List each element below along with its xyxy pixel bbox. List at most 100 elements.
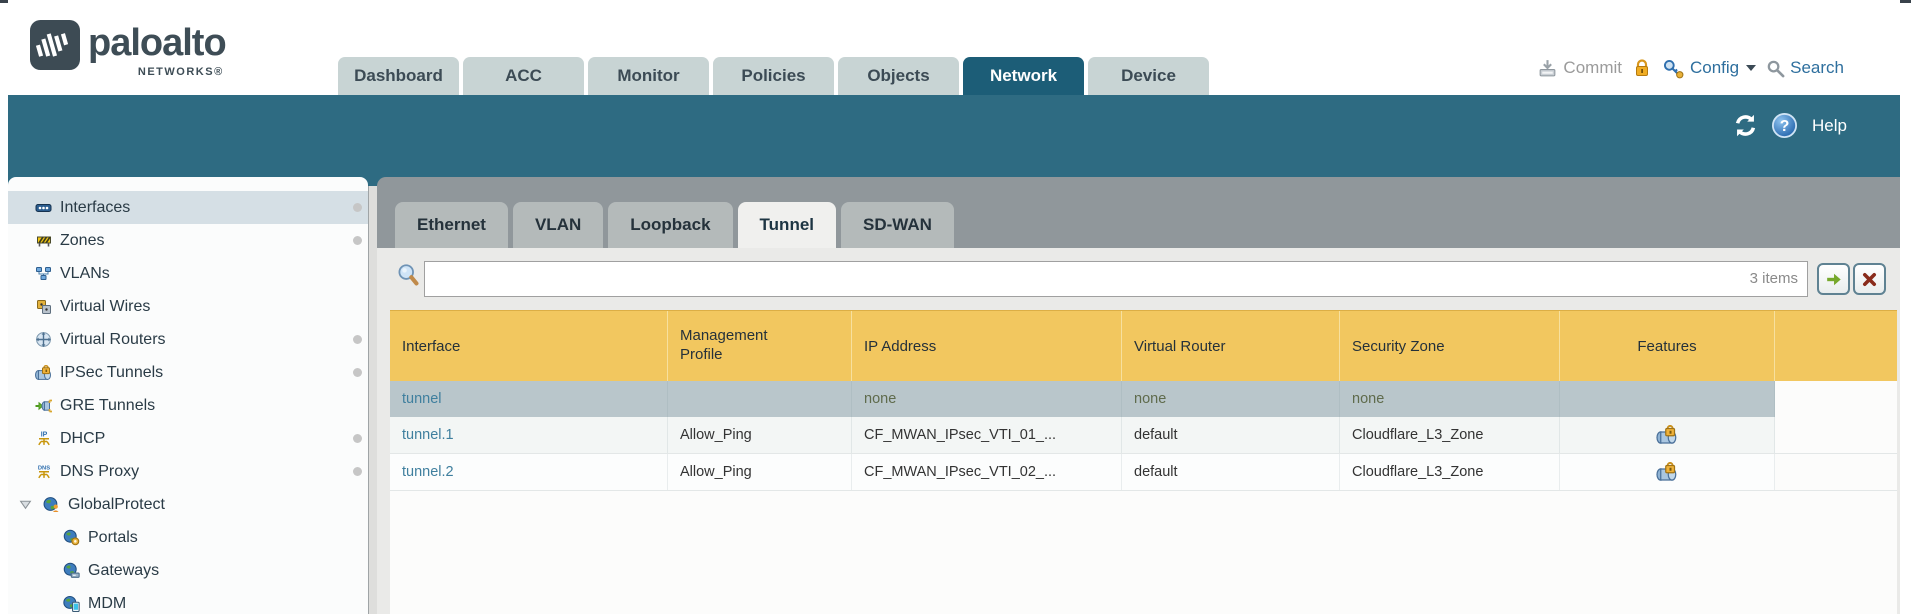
- interface-cell: tunnel.1: [390, 417, 668, 453]
- refresh-icon[interactable]: [1732, 112, 1759, 139]
- ip-address-cell: CF_MWAN_IPsec_VTI_01_...: [852, 417, 1122, 453]
- column-header-virtual-router[interactable]: Virtual Router: [1122, 311, 1340, 381]
- sidebar-item-gateways[interactable]: Gateways: [8, 554, 368, 587]
- sidebar-item-zones[interactable]: Zones: [8, 224, 368, 257]
- column-header-security-zone[interactable]: Security Zone: [1340, 311, 1560, 381]
- logo-text: paloalto NETWORKS®: [88, 20, 227, 78]
- sidebar-item-dns-proxy[interactable]: DNS DNS Proxy: [8, 455, 368, 488]
- config-menu[interactable]: Config: [1662, 58, 1757, 79]
- features-cell: [1560, 417, 1775, 453]
- search-label: Search: [1790, 58, 1844, 77]
- mgmt-profile-cell: Allow_Ping: [668, 417, 852, 453]
- sidebar-item-globalprotect[interactable]: GlobalProtect: [8, 488, 368, 521]
- commit-label: Commit: [1563, 58, 1622, 77]
- sidebar-item-virtual-routers[interactable]: Virtual Routers: [8, 323, 368, 356]
- commit-button[interactable]: Commit: [1537, 58, 1622, 79]
- green-arrow-icon: [1824, 270, 1843, 289]
- security-zone-cell: Cloudflare_L3_Zone: [1340, 417, 1560, 453]
- tab-device[interactable]: Device: [1088, 57, 1209, 95]
- globalprotect-icon: [42, 496, 61, 513]
- status-dot: [353, 467, 362, 476]
- sidebar-item-gre-tunnels[interactable]: GRE Tunnels: [8, 389, 368, 422]
- subtab-sd-wan[interactable]: SD-WAN: [841, 202, 954, 248]
- mgmt-profile-cell: Allow_Ping: [668, 454, 852, 490]
- subtab-ethernet[interactable]: Ethernet: [395, 202, 508, 248]
- sidebar-item-label: Portals: [88, 528, 138, 546]
- svg-text:DNS: DNS: [37, 466, 49, 472]
- paloalto-logo-icon: [30, 20, 80, 70]
- filter-input[interactable]: [424, 261, 1808, 297]
- subtab-tunnel[interactable]: Tunnel: [737, 202, 836, 248]
- subtab-loopback[interactable]: Loopback: [608, 202, 733, 248]
- sidebar-item-label: Virtual Routers: [60, 330, 166, 348]
- tab-dashboard[interactable]: Dashboard: [338, 57, 459, 95]
- clear-filter-button[interactable]: [1853, 263, 1886, 295]
- subtab-vlan[interactable]: VLAN: [512, 202, 604, 248]
- interface-link[interactable]: tunnel: [402, 391, 442, 407]
- column-header-features[interactable]: Features: [1560, 311, 1775, 381]
- ip-address-cell: none: [852, 381, 1122, 417]
- ipsec-tunnels-icon: [34, 364, 53, 381]
- help-icon[interactable]: ?: [1771, 112, 1798, 139]
- svg-text:IP: IP: [40, 432, 47, 439]
- sidebar-item-label: VLANs: [60, 264, 110, 282]
- sidebar-item-vlans[interactable]: VLANs: [8, 257, 368, 290]
- vlans-icon: [34, 265, 53, 282]
- config-label: Config: [1689, 58, 1740, 77]
- column-header-interface[interactable]: Interface: [390, 311, 668, 381]
- dns-proxy-icon: DNS: [34, 463, 53, 480]
- portals-icon: [62, 529, 81, 546]
- sidebar-item-dhcp[interactable]: IP DHCP: [8, 422, 368, 455]
- dhcp-icon: IP: [34, 430, 53, 447]
- sidebar-item-virtual-wires[interactable]: Virtual Wires: [8, 290, 368, 323]
- header-utilities: Commit Config Search: [1537, 48, 1844, 88]
- status-dot: [353, 434, 362, 443]
- tab-monitor[interactable]: Monitor: [588, 57, 709, 95]
- lock-icon[interactable]: [1632, 58, 1652, 78]
- secondary-toolbar: [8, 95, 1900, 186]
- virtual-routers-icon: [34, 331, 53, 348]
- status-dot: [353, 335, 362, 344]
- sidebar-item-label: GlobalProtect: [68, 495, 165, 513]
- sidebar-item-ipsec-tunnels[interactable]: IPSec Tunnels: [8, 356, 368, 389]
- tab-acc[interactable]: ACC: [463, 57, 584, 95]
- sidebar-item-label: DNS Proxy: [60, 462, 140, 480]
- sidebar-item-label: DHCP: [60, 429, 106, 447]
- column-header-management-profile[interactable]: Management Profile: [668, 311, 852, 381]
- column-header-ip-address[interactable]: IP Address: [852, 311, 1122, 381]
- brand-subtitle: NETWORKS®: [137, 66, 224, 78]
- sidebar-item-label: Interfaces: [60, 198, 131, 216]
- tab-policies[interactable]: Policies: [713, 57, 834, 95]
- gre-tunnels-icon: [34, 397, 53, 414]
- items-count: 3 items: [1749, 270, 1798, 287]
- sidebar-item-label: IPSec Tunnels: [60, 363, 164, 381]
- toolbar-tools: ? Help: [1732, 112, 1847, 139]
- interface-link[interactable]: tunnel.1: [402, 427, 454, 443]
- brand-name: paloalto: [88, 22, 227, 64]
- apply-filter-button[interactable]: [1817, 263, 1850, 295]
- features-cell: [1560, 454, 1775, 490]
- interface-link[interactable]: tunnel.2: [402, 464, 454, 480]
- sidebar-item-mdm[interactable]: MDM: [8, 587, 368, 614]
- search-button[interactable]: Search: [1766, 58, 1844, 78]
- features-cell: [1560, 381, 1775, 417]
- sidebar-item-portals[interactable]: Portals: [8, 521, 368, 554]
- spacer-cell: [1775, 381, 1897, 417]
- status-dot: [353, 203, 362, 212]
- virtual-wires-icon: [34, 298, 53, 315]
- tab-network[interactable]: Network: [963, 57, 1084, 95]
- mdm-icon: [62, 595, 81, 612]
- expander-icon[interactable]: [16, 496, 35, 513]
- tab-objects[interactable]: Objects: [838, 57, 959, 95]
- sidebar-item-interfaces[interactable]: Interfaces: [8, 191, 368, 224]
- virtual-router-cell: none: [1122, 381, 1340, 417]
- security-zone-cell: Cloudflare_L3_Zone: [1340, 454, 1560, 490]
